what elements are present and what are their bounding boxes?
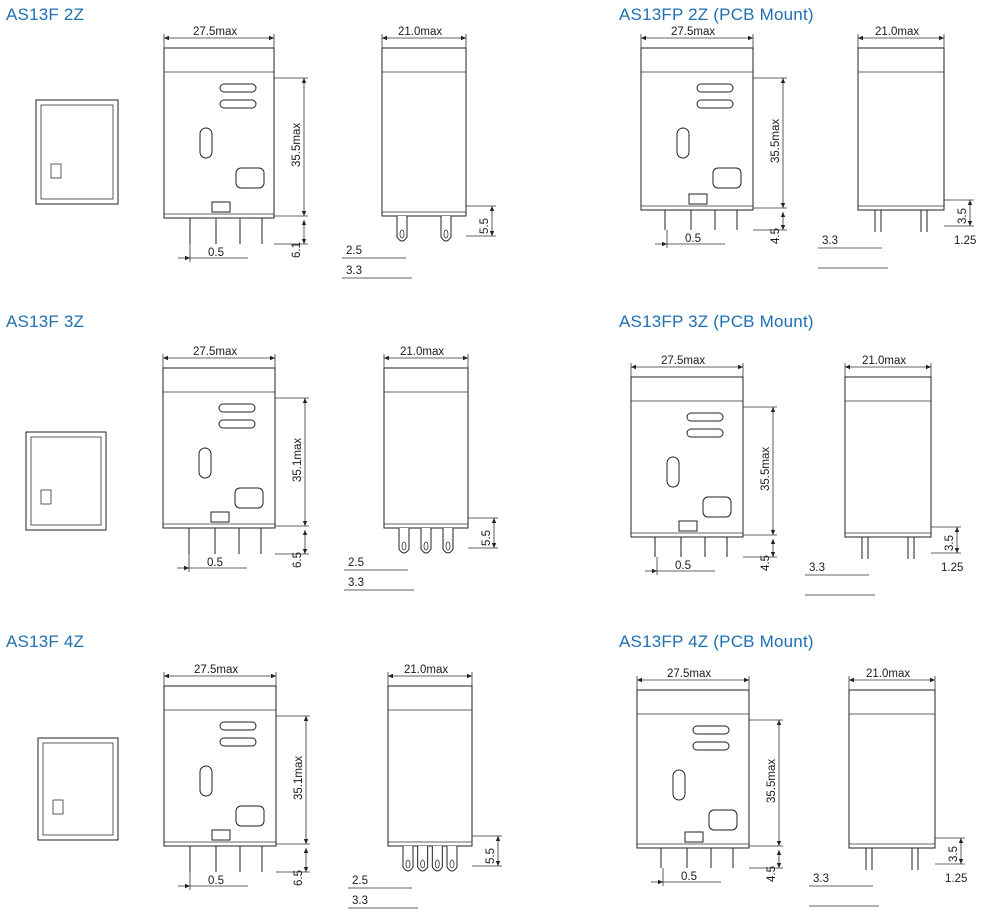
depth-dim-0: 21.0max [398, 26, 442, 38]
side-view-0: 21.0max 5.5 2.5 3.3 [342, 26, 496, 279]
width-dim-5: 27.5max [667, 668, 711, 680]
side-view-1: 21.0max 3.5 3.3 1.25 [818, 26, 976, 269]
depth-dim-5: 21.0max [866, 668, 910, 680]
pin-pitch-dim-5: 0.5 [681, 871, 697, 883]
socket-dim-2: 5.5 [481, 530, 493, 546]
pin-length-dim-2: 6.5 [292, 552, 304, 568]
side-view-4: 21.0max 5.5 2.5 3.3 [348, 664, 502, 909]
pin-pitch-dim-4: 0.5 [208, 875, 224, 887]
section-title-as13f-4z: AS13F 4Z [6, 632, 85, 651]
side-dim-b-4: 3.3 [352, 895, 368, 907]
side-view-3: 21.0max 3.5 3.3 1.25 [805, 355, 963, 596]
section-title-as13fp-2z: AS13FP 2Z (PCB Mount) [619, 5, 814, 24]
height-dim-1: 35.5max [770, 119, 782, 163]
height-dim-5: 35.5max [766, 759, 778, 803]
front-view-4: 27.5max 35.1max 6.5 0.5 [163, 664, 310, 890]
socket-icon-4 [37, 737, 119, 841]
front-view-1: 27.5max 35.5max 4.5 0.5 [640, 26, 787, 248]
pin-length-dim-5: 4.5 [766, 866, 778, 882]
socket-dim-1: 3.5 [957, 208, 969, 224]
pin-length-dim-1: 4.5 [770, 228, 782, 244]
width-dim-2: 27.5max [193, 346, 237, 358]
side-view-2: 21.0max 5.5 2.5 3.3 [344, 346, 498, 591]
depth-dim-3: 21.0max [862, 355, 906, 367]
section-title-as13f-2z: AS13F 2Z [6, 5, 85, 24]
side-dim-a-0: 2.5 [346, 245, 362, 257]
pin-pitch-dim-2: 0.5 [207, 557, 223, 569]
side-dim-b-3: 1.25 [941, 562, 963, 574]
depth-dim-1: 21.0max [875, 26, 919, 38]
width-dim-1: 27.5max [671, 26, 715, 38]
side-dim-a-4: 2.5 [352, 875, 368, 887]
pin-pitch-dim-1: 0.5 [685, 233, 701, 245]
section-title-as13fp-4z: AS13FP 4Z (PCB Mount) [619, 632, 814, 651]
side-dim-a-1: 3.3 [822, 235, 838, 247]
side-view-5: 21.0max 3.5 3.3 1.25 [809, 668, 967, 907]
height-dim-4: 35.1max [293, 756, 305, 800]
pin-length-dim-4: 6.5 [293, 870, 305, 886]
side-dim-b-2: 3.3 [348, 577, 364, 589]
pin-length-dim-0: 6.1 [291, 242, 303, 258]
side-dim-a-2: 2.5 [348, 557, 364, 569]
pin-pitch-dim-0: 0.5 [208, 247, 224, 259]
side-dim-a-5: 3.3 [813, 873, 829, 885]
width-dim-4: 27.5max [194, 664, 238, 676]
socket-dim-3: 3.5 [944, 535, 956, 551]
pin-length-dim-3: 4.5 [760, 555, 772, 571]
side-dim-a-3: 3.3 [809, 562, 825, 574]
pin-pitch-dim-3: 0.5 [675, 560, 691, 572]
height-dim-3: 35.5max [760, 447, 772, 491]
section-title-as13f-3z: AS13F 3Z [6, 312, 85, 331]
side-dim-b-0: 3.3 [346, 265, 362, 277]
width-dim-3: 27.5max [661, 355, 705, 367]
socket-dim-4: 5.5 [485, 848, 497, 864]
socket-dim-5: 3.5 [948, 846, 960, 862]
height-dim-0: 35.5max [291, 123, 303, 167]
front-view-5: 27.5max 35.5max 4.5 0.5 [636, 668, 783, 886]
side-dim-b-1: 1.25 [954, 235, 976, 247]
front-view-0: 27.5max 35.5max 6.1 0.5 [163, 26, 308, 262]
height-dim-2: 35.1max [292, 438, 304, 482]
socket-dim-0: 5.5 [479, 218, 491, 234]
socket-icon-2 [25, 431, 107, 531]
depth-dim-4: 21.0max [404, 664, 448, 676]
depth-dim-2: 21.0max [400, 346, 444, 358]
front-view-3: 27.5max 35.5max 4.5 0.5 [630, 355, 777, 575]
section-title-as13fp-3z: AS13FP 3Z (PCB Mount) [619, 312, 814, 331]
socket-icon-0 [35, 99, 119, 205]
front-view-2: 27.5max 35.1max 6.5 0.5 [162, 346, 309, 572]
width-dim-0: 27.5max [193, 26, 237, 38]
side-dim-b-5: 1.25 [945, 873, 967, 885]
